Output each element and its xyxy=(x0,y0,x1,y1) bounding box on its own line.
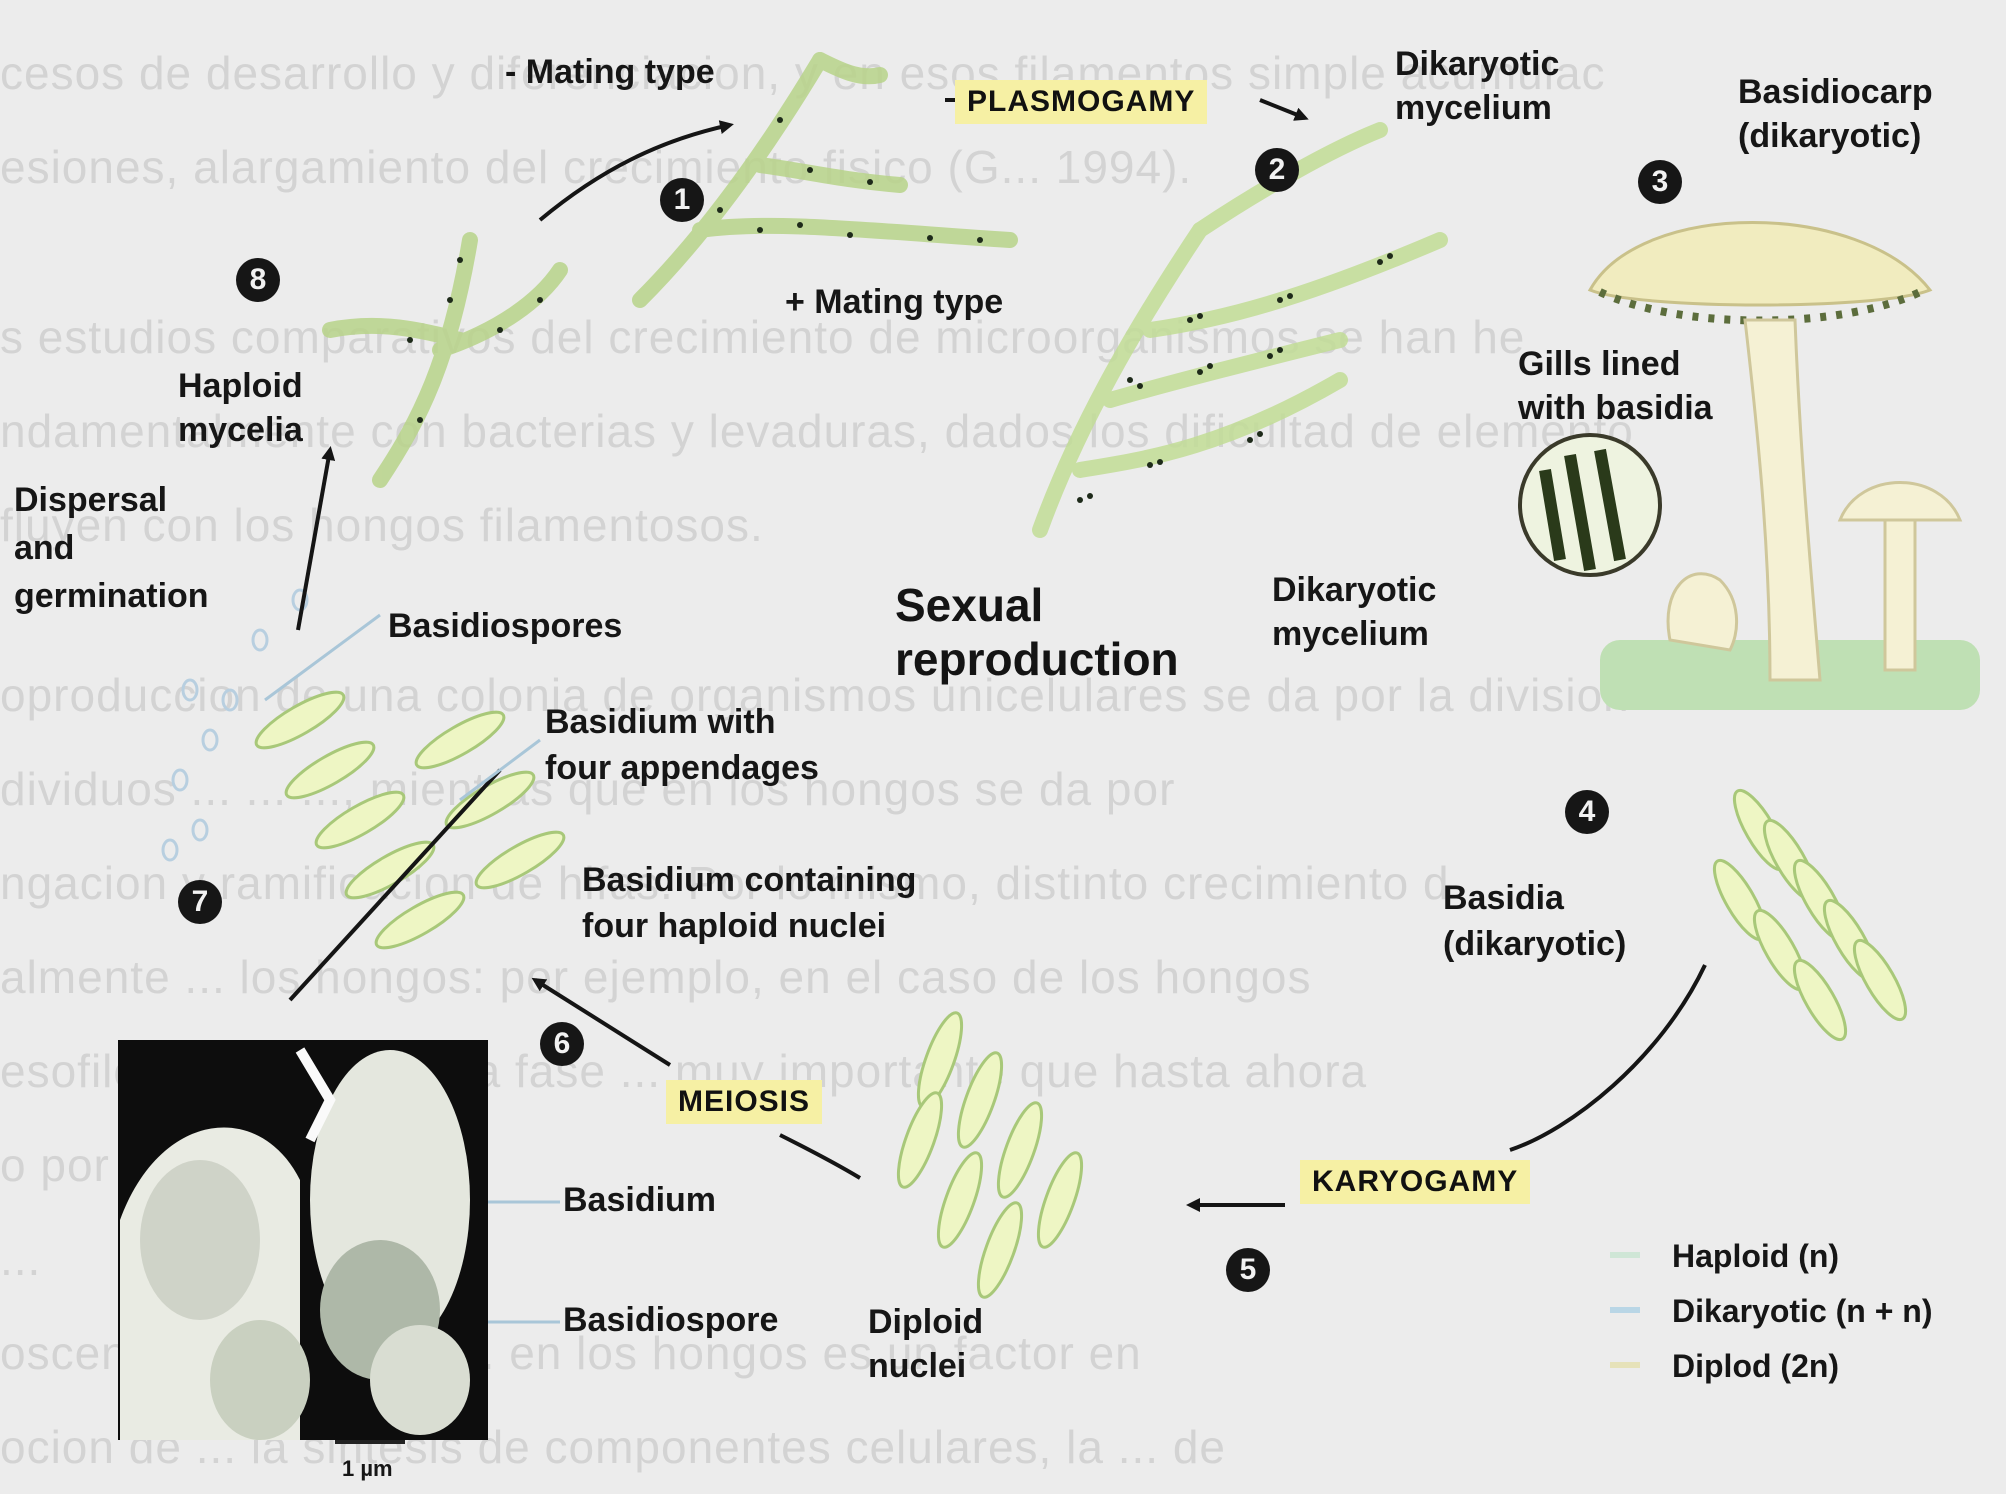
dikaryotic-mycelium-top-l2: mycelium xyxy=(1395,88,1552,128)
scale-bar-label: 1 µm xyxy=(342,1456,393,1482)
basidiospore-label: Basidiospore xyxy=(563,1300,778,1340)
dikaryotic-mycelium-mid-l2: mycelium xyxy=(1272,614,1429,654)
basidiocarp-label-l2: (dikaryotic) xyxy=(1738,116,1921,156)
basidia-dikaryotic-l1: Basidia xyxy=(1443,878,1564,918)
dispersal-label-l1: Dispersal xyxy=(14,480,167,520)
legend-swatches xyxy=(1610,1255,1640,1365)
basidia-dikaryotic-l2: (dikaryotic) xyxy=(1443,924,1626,964)
step-5: 5 xyxy=(1226,1248,1270,1292)
basidium-haploid-nuclei-l2: four haploid nuclei xyxy=(582,906,886,946)
center-title-line2: reproduction xyxy=(895,632,1179,686)
center-title-line1: Sexual xyxy=(895,578,1043,632)
diploid-nuclei-l2: nuclei xyxy=(868,1346,966,1386)
legend-dikaryotic: Dikaryotic (n + n) xyxy=(1672,1291,1933,1331)
meiosis-label: MEIOSIS xyxy=(666,1080,822,1124)
basidiospores-label: Basidiospores xyxy=(388,606,622,646)
basidiocarp-mushroom xyxy=(1520,223,1980,711)
dispersal-label-l3: germination xyxy=(14,576,209,616)
gills-label-l2: with basidia xyxy=(1518,388,1713,428)
plus-mating-type-label: + Mating type xyxy=(785,282,1003,322)
minus-mating-type-label: - Mating type xyxy=(505,52,715,92)
plasmogamy-label: PLASMOGAMY xyxy=(955,80,1207,124)
dikaryotic-hyphae xyxy=(1040,130,1440,530)
step-1: 1 xyxy=(660,178,704,222)
basidiocarp-label-l1: Basidiocarp xyxy=(1738,72,1933,112)
step-6: 6 xyxy=(540,1022,584,1066)
diploid-nuclei-l1: Diploid xyxy=(868,1302,983,1342)
basidium-four-appendages-l1: Basidium with xyxy=(545,702,775,742)
basidium-four-appendages-l2: four appendages xyxy=(545,748,819,788)
legend-haploid: Haploid (n) xyxy=(1672,1236,1839,1276)
haploid-hyphae xyxy=(330,60,1010,480)
gills-label-l1: Gills lined xyxy=(1518,344,1680,384)
micrograph xyxy=(118,1040,488,1444)
step-8: 8 xyxy=(236,258,280,302)
dikaryotic-mycelium-mid-l1: Dikaryotic xyxy=(1272,570,1436,610)
haploid-mycelia-l1: Haploid xyxy=(178,366,303,406)
dispersal-label-l2: and xyxy=(14,528,74,568)
basidium-label: Basidium xyxy=(563,1180,716,1220)
dikaryotic-mycelium-top-l1: Dikaryotic xyxy=(1395,44,1559,84)
step-2: 2 xyxy=(1255,148,1299,192)
legend-diploid: Diplod (2n) xyxy=(1672,1346,1839,1386)
basidium-haploid-nuclei-l1: Basidium containing xyxy=(582,860,916,900)
step-3: 3 xyxy=(1638,160,1682,204)
step-4: 4 xyxy=(1565,790,1609,834)
karyogamy-label: KARYOGAMY xyxy=(1300,1160,1530,1204)
haploid-mycelia-l2: mycelia xyxy=(178,410,303,450)
step-7: 7 xyxy=(178,880,222,924)
basidia-clusters xyxy=(250,683,1915,1302)
